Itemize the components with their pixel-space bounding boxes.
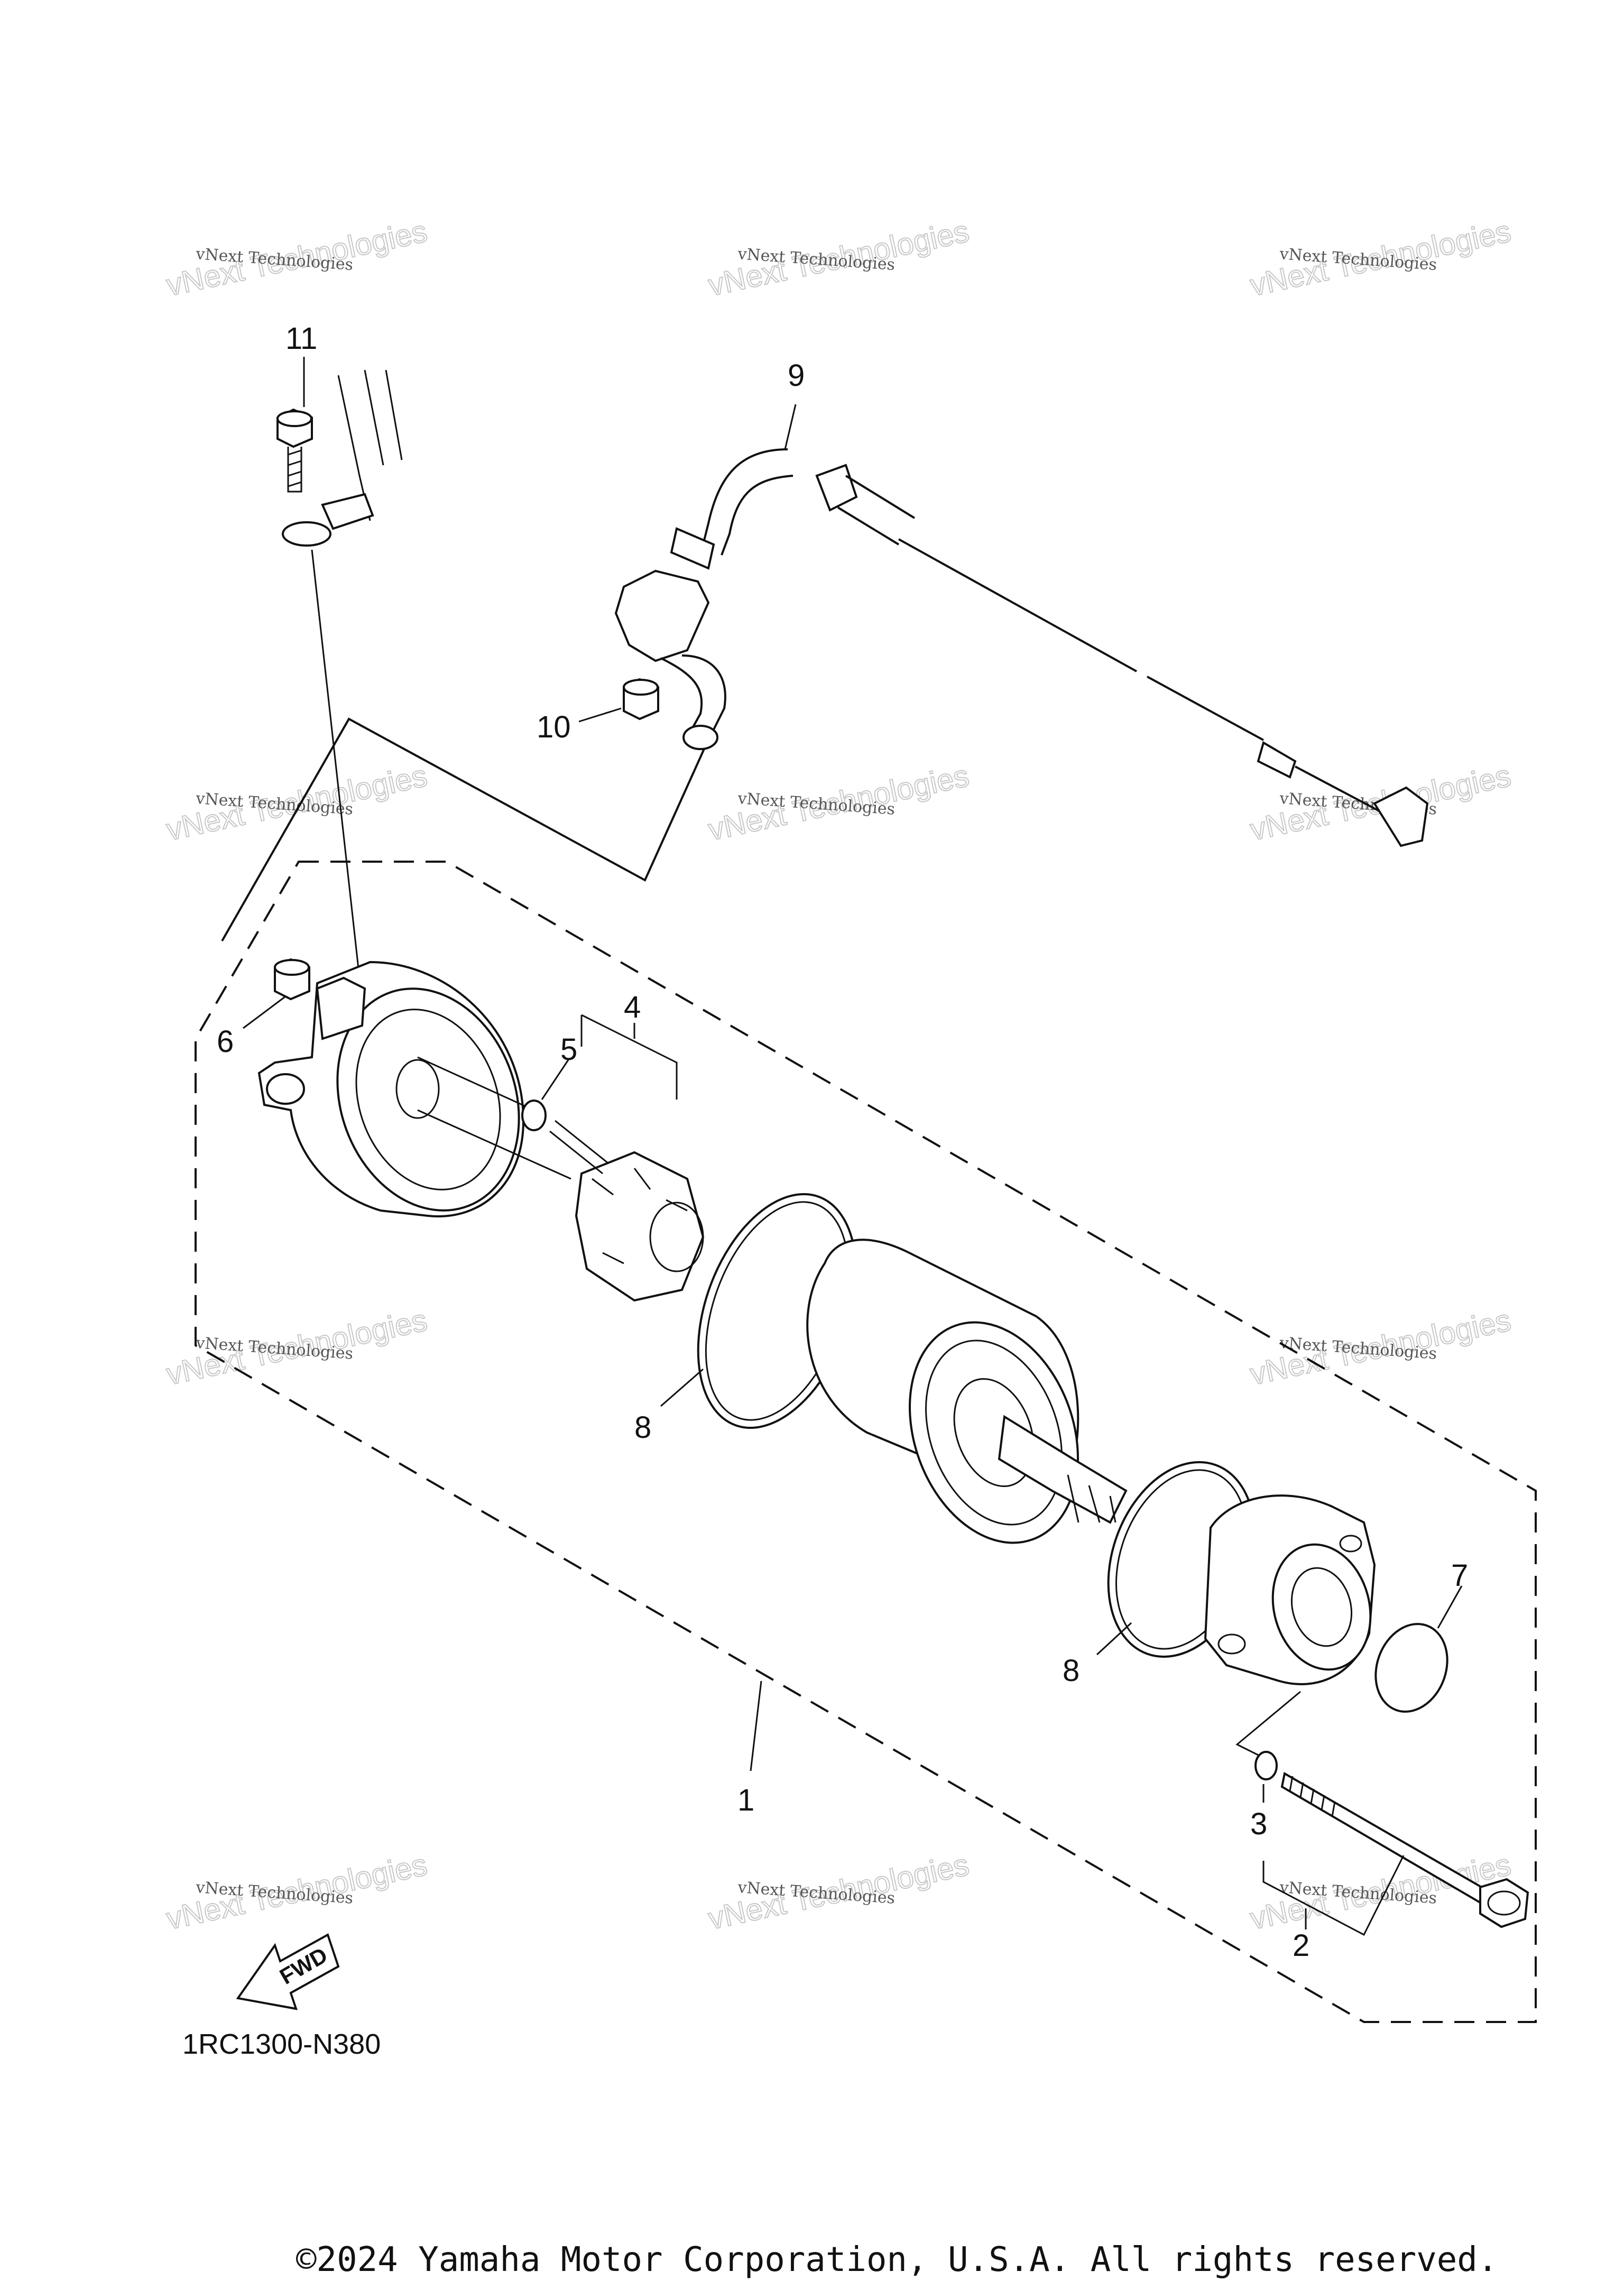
callout-4: 4 <box>624 990 641 1024</box>
callout-7: 7 <box>1451 1558 1468 1593</box>
leader-10 <box>578 707 622 723</box>
watermark: vNext Technologies vNext Technologies <box>705 214 972 303</box>
part-10-nut <box>623 678 659 721</box>
bracket-2 <box>1262 1855 1405 1936</box>
part-7-o-ring <box>1374 1623 1448 1713</box>
callout-5: 5 <box>560 1032 577 1067</box>
watermark: vNext Technologies vNext Technologies <box>163 214 430 303</box>
leader-7 <box>1437 1585 1463 1629</box>
copyright-notice: ©2024 Yamaha Motor Corporation, U.S.A. A… <box>296 2240 1498 2279</box>
yoke-body <box>806 1239 1128 1544</box>
leader-11-drop <box>311 549 361 978</box>
leader-9 <box>784 404 797 450</box>
callout-1: 1 <box>737 1783 754 1817</box>
part-3-o-ring <box>1254 1751 1278 1780</box>
callout-11: 11 <box>285 321 317 356</box>
callout-2: 2 <box>1293 1928 1309 1963</box>
leader-8a <box>660 1368 704 1407</box>
lead-bracket <box>221 717 707 941</box>
part-11-bolt <box>276 370 403 547</box>
bracket-3 <box>1235 1691 1301 1756</box>
part-9-cable <box>614 448 1429 847</box>
callout-3: 3 <box>1250 1807 1267 1841</box>
bracket-4 <box>580 1014 678 1100</box>
front-cover <box>1204 1494 1376 1685</box>
assembly-boundary <box>195 861 1537 2023</box>
fwd-arrow-icon: FWD <box>236 1933 340 2010</box>
axis-line <box>417 1056 571 1180</box>
callout-9: 9 <box>788 358 805 393</box>
leader-6 <box>243 995 286 1029</box>
callout-8-upper: 8 <box>634 1410 651 1445</box>
part-5-o-ring <box>521 1100 547 1131</box>
part-4-brush-holder <box>549 1120 705 1302</box>
part-2-through-bolt <box>1280 1771 1529 1928</box>
watermark: vNext Technologies vNext Technologies <box>163 1303 430 1392</box>
callout-8-lower: 8 <box>1063 1654 1079 1688</box>
leader-5 <box>541 1059 569 1100</box>
watermark: vNext Technologies vNext Technologies <box>705 1847 972 1937</box>
part-6-nut <box>274 958 310 1001</box>
watermark: vNext Technologies vNext Technologies <box>163 1847 430 1937</box>
leader-8b <box>1096 1622 1132 1656</box>
watermark: vNext Technologies vNext Technologies <box>1247 214 1514 303</box>
leader-1 <box>750 1680 762 1771</box>
callout-6: 6 <box>217 1024 234 1059</box>
callout-10: 10 <box>537 710 571 744</box>
watermark: vNext Technologies vNext Technologies <box>705 758 972 848</box>
watermark: vNext Technologies vNext Technologies <box>163 758 430 848</box>
diagram-code: 1RC1300-N380 <box>182 2028 381 2060</box>
rear-cover <box>257 961 525 1217</box>
